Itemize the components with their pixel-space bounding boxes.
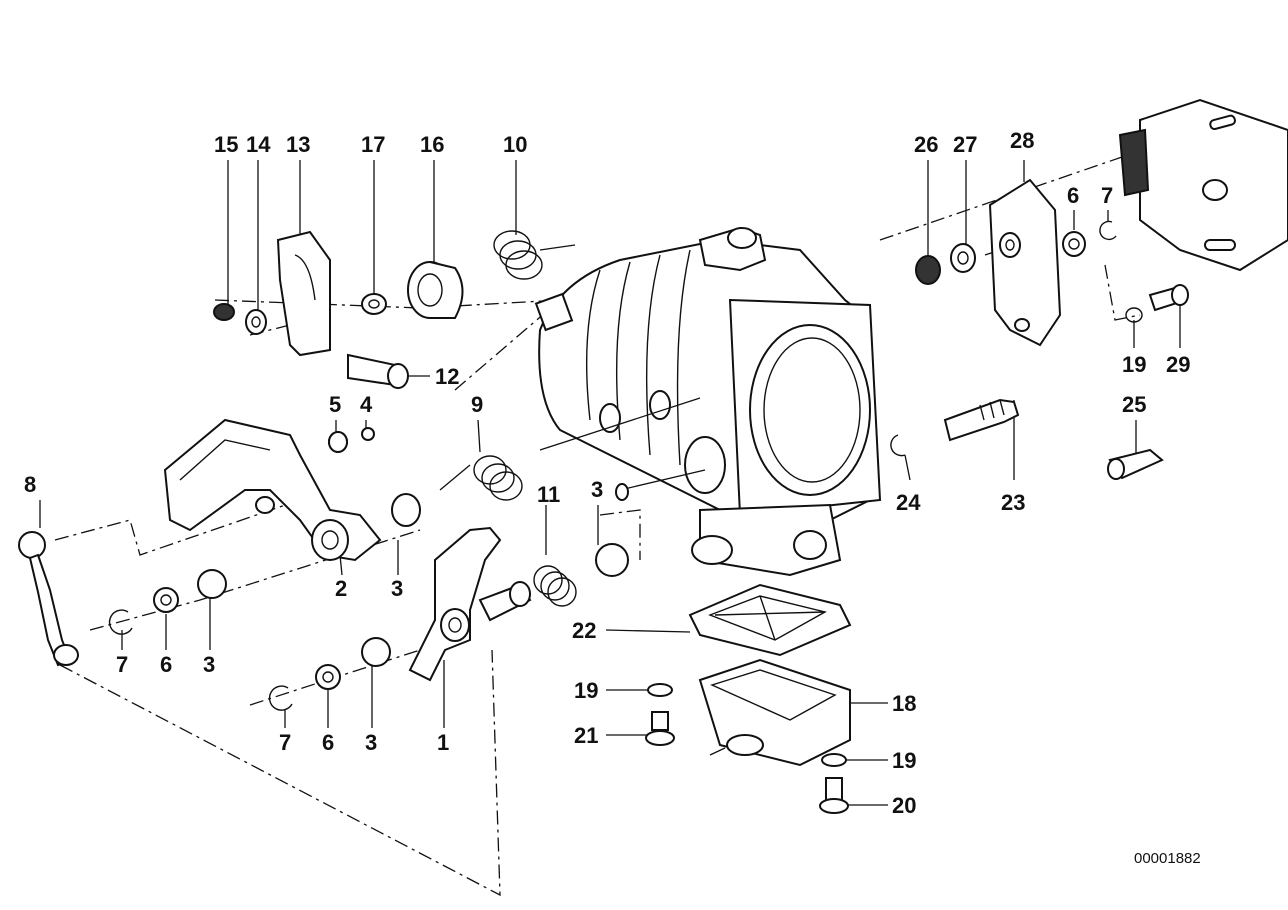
label-part-3-left: 3	[203, 652, 215, 677]
label-part-18: 18	[892, 691, 916, 716]
label-part-21: 21	[574, 723, 598, 748]
label-part-1: 1	[437, 730, 449, 755]
label-part-13: 13	[286, 132, 310, 157]
washers-part-6	[153, 231, 1086, 690]
label-part-22: 22	[572, 618, 596, 643]
label-part-23: 23	[1001, 490, 1025, 515]
label-part-2: 2	[335, 576, 347, 601]
sleeve-part-25	[1107, 448, 1164, 480]
label-part-3-upper-right: 3	[591, 477, 603, 502]
label-part-7-left: 7	[116, 652, 128, 677]
label-part-9: 9	[471, 392, 483, 417]
label-part-20: 20	[892, 793, 916, 818]
label-part-8: 8	[24, 472, 36, 497]
part-labels: 15 14 13 17 16 10 12 5 4 9 8 11 3 2 3 7 …	[24, 128, 1190, 818]
label-part-25: 25	[1122, 392, 1146, 417]
label-part-6-left: 6	[160, 652, 172, 677]
label-part-12: 12	[435, 364, 459, 389]
label-part-16: 16	[420, 132, 444, 157]
label-part-5: 5	[329, 392, 341, 417]
label-part-24: 24	[896, 490, 921, 515]
sleeve-part-16	[407, 261, 464, 319]
bushing-part-5	[328, 431, 348, 453]
label-part-19-lower: 19	[892, 748, 916, 773]
throttle-housing-body	[534, 226, 882, 577]
screw-part-29	[1125, 284, 1189, 323]
label-part-29: 29	[1166, 352, 1190, 377]
label-part-3-lower: 3	[365, 730, 377, 755]
label-part-7-lower: 7	[279, 730, 291, 755]
label-part-15: 15	[214, 132, 238, 157]
reference-code: 00001882	[1134, 850, 1201, 867]
label-part-28: 28	[1010, 128, 1034, 153]
label-part-14: 14	[246, 132, 271, 157]
clips-part-7	[108, 220, 1117, 711]
label-part-17: 17	[361, 132, 385, 157]
lever-part-1	[408, 526, 532, 682]
bracket-part-13-assembly	[213, 230, 409, 389]
gasket-part-22	[688, 583, 852, 657]
label-part-11: 11	[537, 482, 560, 507]
spring-part-9	[439, 455, 523, 501]
bracket-part-28	[988, 178, 1062, 347]
label-part-3-center: 3	[391, 576, 403, 601]
adjusting-screw-part-23	[943, 398, 1020, 442]
label-part-27: 27	[953, 132, 977, 157]
rod-part-8	[18, 531, 79, 667]
label-part-6-lower: 6	[322, 730, 334, 755]
spacer-part-27	[950, 243, 976, 273]
ring-part-24	[890, 434, 906, 457]
label-part-6-right: 6	[1067, 183, 1079, 208]
screws-and-washers-lower	[645, 683, 849, 814]
spring-part-10	[493, 230, 576, 280]
label-part-10: 10	[503, 132, 527, 157]
mounting-bracket-top-right	[1118, 98, 1288, 272]
label-part-19-left: 19	[574, 678, 598, 703]
label-part-19-right: 19	[1122, 352, 1146, 377]
bushings-part-3	[197, 493, 629, 667]
leader-lines	[39, 160, 1181, 806]
spring-part-11	[533, 565, 577, 607]
label-part-4: 4	[360, 392, 373, 417]
nut-part-26	[915, 255, 941, 285]
label-part-26: 26	[914, 132, 938, 157]
label-part-7-right: 7	[1101, 183, 1113, 208]
cover-part-18	[698, 658, 851, 767]
